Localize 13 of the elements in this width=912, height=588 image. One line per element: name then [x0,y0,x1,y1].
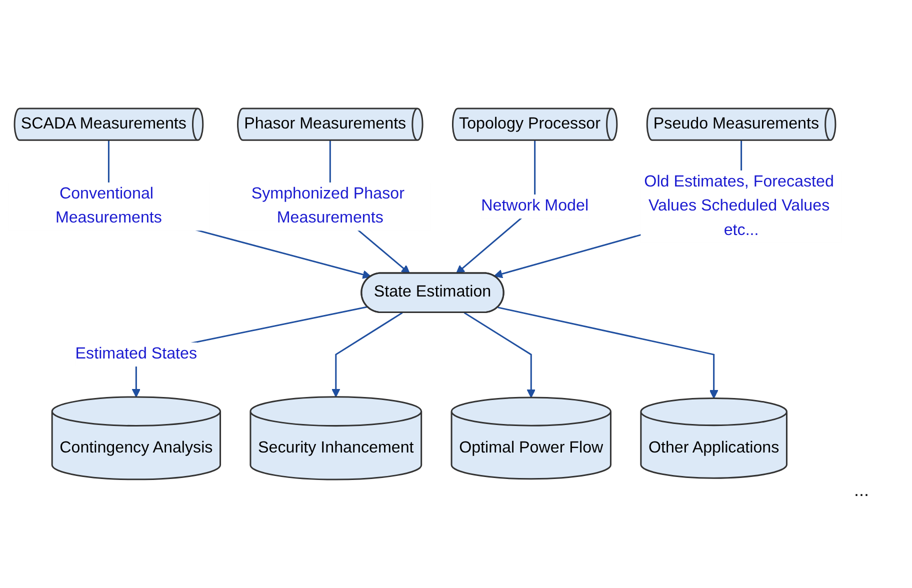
edge-label: Network Model [481,198,589,215]
edge-label: Symphonized Phasor Measurements [251,185,404,227]
node-text: Topology Processor [459,115,600,132]
arrow [464,312,536,398]
node-text: SCADA Measurements [20,115,186,132]
arrow [331,312,403,398]
ellipsis-note: ... [854,480,870,501]
edge-label: Conventional Measurements [55,185,162,227]
edge-label: Estimated States [75,345,198,363]
node-text: Pseudo Measurements [653,115,820,132]
edge-label: Old Estimates, Forecasted Values Scheduled Values etc... [644,173,834,239]
arrow [498,306,718,399]
node-text: Phasor Measurements [244,115,406,132]
